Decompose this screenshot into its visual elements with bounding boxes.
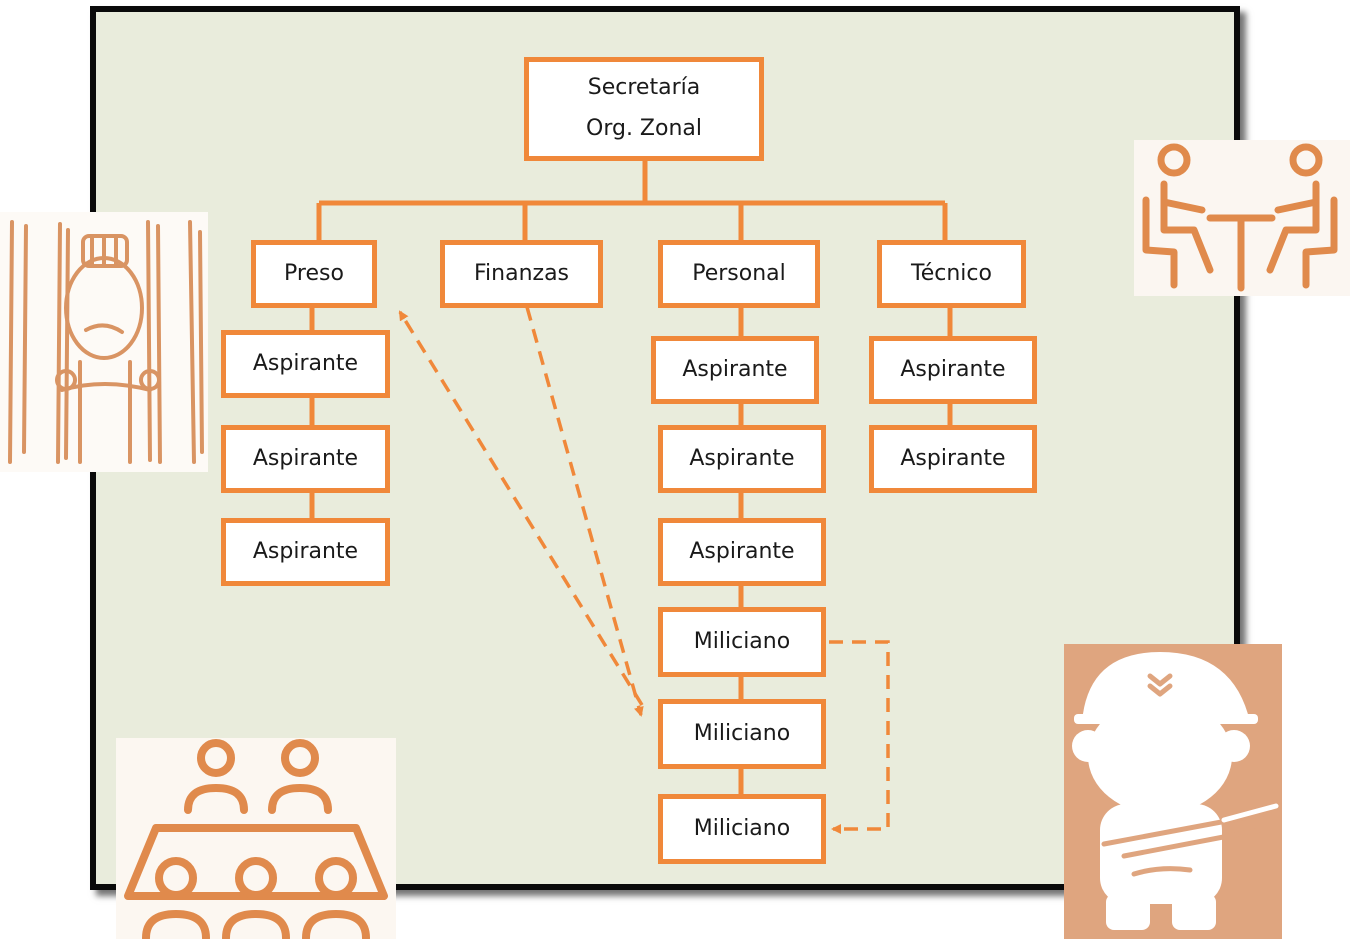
dept-finanzas: Finanzas [440,240,603,308]
root-line-2: Org. Zonal [586,116,702,141]
soldier-icon [1064,644,1282,939]
tecnico-aspirante-1: Aspirante [869,336,1037,404]
personal-aspirante-2: Aspirante [658,425,826,493]
root-line-1: Secretaría [587,75,701,101]
personal-miliciano-2: Miliciano [658,699,826,769]
group-meeting-icon [116,738,396,939]
root-node-secretaria: Secretaría Org. Zonal [524,57,764,161]
dept-tecnico: Técnico [877,240,1026,308]
dept-preso: Preso [251,240,377,308]
personal-miliciano-3: Miliciano [658,794,826,864]
preso-aspirante-3: Aspirante [221,518,390,586]
dept-personal: Personal [658,240,820,308]
personal-miliciano-1: Miliciano [658,607,826,677]
tecnico-aspirante-2: Aspirante [869,425,1037,493]
personal-aspirante-1: Aspirante [651,336,819,404]
preso-aspirante-1: Aspirante [221,330,390,398]
preso-aspirante-2: Aspirante [221,425,390,493]
interview-meeting-icon [1134,140,1350,296]
personal-aspirante-3: Aspirante [658,518,826,586]
prisoner-behind-bars-icon [0,212,208,472]
